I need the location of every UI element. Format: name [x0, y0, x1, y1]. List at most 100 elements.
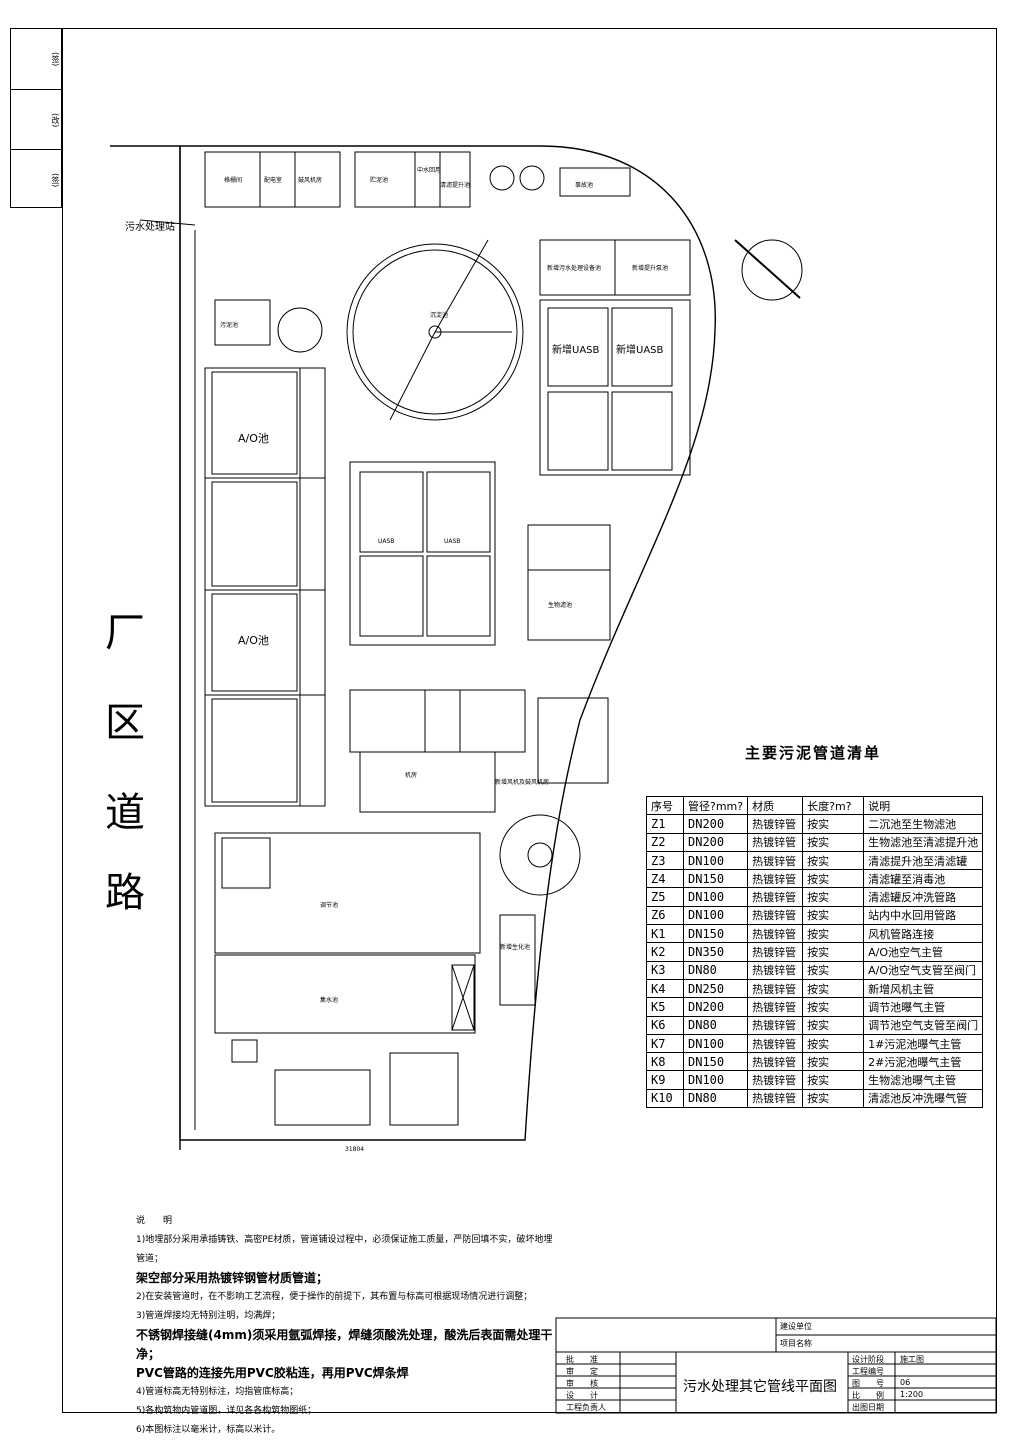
- table-cell: Z2: [646, 832, 684, 852]
- project-name-label: 项目名称: [780, 1339, 812, 1348]
- unit-label: 中水回用: [417, 167, 442, 174]
- ao-tank-2-label: Α/Ο池: [238, 634, 269, 647]
- table-cell: DN100: [682, 1070, 749, 1090]
- table-cell: K9: [646, 1070, 684, 1090]
- note-line: 2)在安装管道时，在不影响工艺流程，便于操作的前提下，其布置与标高可根据现场情况…: [136, 1292, 533, 1302]
- table-cell: 热镀锌管: [747, 905, 804, 926]
- note-line: 3)管道焊接均无特别注明，均满焊；: [136, 1311, 281, 1321]
- note-line: 5)各构筑物内管道图，详见各各构筑物图纸；: [136, 1406, 317, 1416]
- new-uasb-1-label: 新增UASB: [552, 345, 600, 356]
- road-label-char: 路: [105, 870, 145, 916]
- revision-cell: (改): [11, 89, 61, 150]
- table-cell: K4: [646, 978, 684, 999]
- table-cell: Z6: [646, 905, 684, 926]
- drawing-frame: [62, 28, 997, 1413]
- table-cell: 新增风机主管: [863, 978, 984, 999]
- site-width-dim: 31804: [345, 1146, 365, 1153]
- table-cell: 热镀锌管: [747, 1088, 804, 1109]
- tb-left-label: 工程负责人: [566, 1403, 606, 1412]
- table-cell: 清滤池反冲洗曝气管: [863, 1088, 984, 1109]
- tb-left-label: 设 计: [566, 1391, 598, 1400]
- table-cell: 按实: [802, 850, 865, 871]
- table-cell: 热镀锌管: [747, 887, 804, 907]
- table-cell: 站内中水回用管路: [863, 905, 984, 926]
- table-cell: 热镀锌管: [747, 960, 804, 980]
- table-cell: 热镀锌管: [747, 1033, 804, 1054]
- table-cell: 按实: [802, 887, 865, 907]
- table-cell: K7: [646, 1033, 684, 1054]
- table-cell: Z3: [646, 850, 684, 871]
- table-cell: 按实: [802, 942, 865, 962]
- unit-label: 配电室: [264, 177, 283, 184]
- unit-label: 沉淀池: [430, 312, 449, 319]
- revision-cell: (签): [11, 149, 61, 210]
- note-line: 4)管道标高无特别标注，均指管底标高；: [136, 1387, 299, 1397]
- table-cell: K5: [646, 997, 684, 1017]
- table-cell: 清滤罐至消毒池: [863, 869, 984, 889]
- uasb-3-label: UASB: [378, 538, 395, 545]
- note-line: 6)本图标注以毫米计，标高以米计。: [136, 1425, 281, 1435]
- table-cell: 按实: [802, 832, 865, 852]
- table-cell: 热镀锌管: [747, 1070, 804, 1090]
- col-header: 说明: [863, 795, 984, 816]
- table-cell: Z1: [646, 814, 684, 834]
- table-cell: 热镀锌管: [747, 997, 804, 1017]
- unit-label: 集水池: [320, 997, 339, 1004]
- table-cell: 热镀锌管: [747, 1052, 804, 1072]
- table-cell: DN80: [682, 1015, 749, 1035]
- table-cell: 按实: [802, 1033, 865, 1054]
- table-cell: DN80: [682, 1088, 749, 1109]
- design-stage-value: 施工图: [900, 1355, 924, 1364]
- table-cell: 热镀锌管: [747, 942, 804, 962]
- table-cell: DN250: [682, 978, 749, 999]
- unit-label: 新增生化池: [500, 944, 531, 951]
- table-cell: 二沉池至生物滤池: [863, 814, 984, 834]
- table-cell: 热镀锌管: [747, 869, 804, 889]
- unit-label: 清滤提升池: [440, 182, 471, 189]
- table-cell: K8: [646, 1052, 684, 1072]
- col-header: 材质: [747, 795, 804, 816]
- unit-label: 新增污水处理设备池: [547, 265, 602, 272]
- note-line: 不锈钢焊接缝(4mm)须采用氩弧焊接，焊缝须酸洗处理，酸洗后表面需处理干净；: [136, 1328, 553, 1361]
- col-header: 序号: [646, 795, 684, 816]
- table-cell: DN100: [682, 905, 749, 926]
- table-cell: 调节池曝气主管: [863, 997, 984, 1017]
- unit-label: 格栅间: [224, 177, 243, 184]
- table-cell: DN200: [682, 832, 749, 852]
- road-label-char: 厂: [105, 610, 145, 656]
- table-cell: 按实: [802, 869, 865, 889]
- col-header: 长度?m?: [802, 795, 865, 816]
- new-uasb-2-label: 新增UASB: [616, 345, 664, 356]
- table-cell: K3: [646, 960, 684, 980]
- unit-label: 新增提升泵池: [632, 265, 669, 272]
- unit-label: 新增风机及鼓风机房: [495, 779, 550, 786]
- tb-right-label: 设计阶段: [852, 1355, 884, 1364]
- table-cell: 按实: [802, 960, 865, 980]
- note-line: 1)地埋部分采用承插铸铁、高密PE材质，管道铺设过程中，必须保证施工质量，严防回…: [136, 1235, 553, 1264]
- table-cell: K6: [646, 1015, 684, 1035]
- tb-left-label: 批 准: [566, 1355, 598, 1364]
- tb-left-label: 审 定: [566, 1367, 598, 1376]
- unit-label: 调节池: [320, 902, 339, 909]
- table-header-row: 序号 管径?mm? 材质 长度?m? 说明: [646, 795, 984, 816]
- notes-title: 说 明: [136, 1216, 173, 1226]
- table-cell: 按实: [802, 1070, 865, 1090]
- revision-strip: (签) (改) (签): [10, 28, 62, 208]
- table-cell: 按实: [802, 905, 865, 926]
- note-line: 架空部分采用热镀锌钢管材质管道；: [136, 1271, 329, 1285]
- scale-value: 1:200: [900, 1390, 924, 1399]
- table-cell: Z5: [646, 887, 684, 907]
